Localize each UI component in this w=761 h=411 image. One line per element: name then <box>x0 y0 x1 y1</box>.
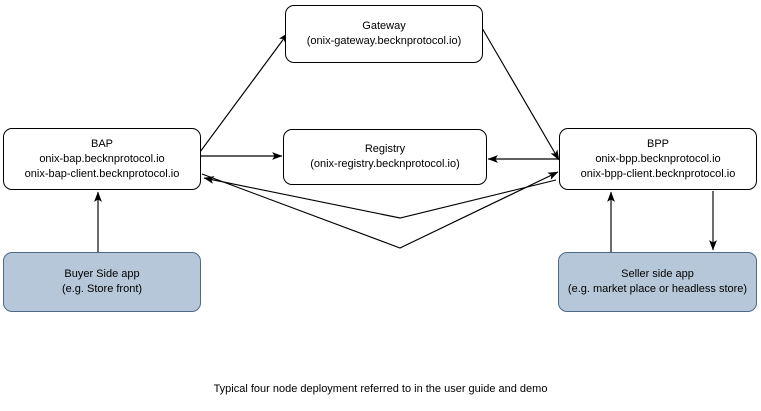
node-seller-side-app-title: Seller side app <box>621 268 694 280</box>
node-seller-side-app-subtitle: (e.g. market place or headless store) <box>567 283 748 295</box>
node-gateway[interactable]: Gateway (onix-gateway.becknprotocol.io) <box>285 5 483 63</box>
node-bap-client-host: onix-bap-client.becknprotocol.io <box>24 167 180 180</box>
node-seller-side-app[interactable]: Seller side app (e.g. market place or he… <box>558 252 757 312</box>
node-bap[interactable]: BAP onix-bap.becknprotocol.io onix-bap-c… <box>3 128 201 190</box>
node-buyer-side-app[interactable]: Buyer Side app (e.g. Store front) <box>3 252 201 312</box>
node-bpp-client-host: onix-bpp-client.becknprotocol.io <box>580 167 736 180</box>
node-gateway-host: (onix-gateway.becknprotocol.io) <box>306 35 462 47</box>
node-registry[interactable]: Registry (onix-registry.becknprotocol.io… <box>283 129 487 185</box>
node-bap-title: BAP <box>90 137 113 150</box>
node-bpp-host: onix-bpp.becknprotocol.io <box>595 152 721 165</box>
node-buyer-side-app-title: Buyer Side app <box>64 268 140 280</box>
node-gateway-title: Gateway <box>362 20 406 32</box>
node-registry-title: Registry <box>364 143 406 155</box>
node-registry-host: (onix-registry.becknprotocol.io) <box>310 158 460 170</box>
diagram-caption: Typical four node deployment referred to… <box>213 383 548 395</box>
edge-bap-to-gateway <box>199 32 289 153</box>
edge-gateway-to-bpp <box>481 27 560 161</box>
node-buyer-side-app-subtitle: (e.g. Store front) <box>61 283 143 295</box>
node-bpp[interactable]: BPP onix-bpp.becknprotocol.io onix-bpp-c… <box>559 128 757 190</box>
node-bap-host: onix-bap.becknprotocol.io <box>39 152 165 165</box>
node-bpp-title: BPP <box>646 137 669 150</box>
